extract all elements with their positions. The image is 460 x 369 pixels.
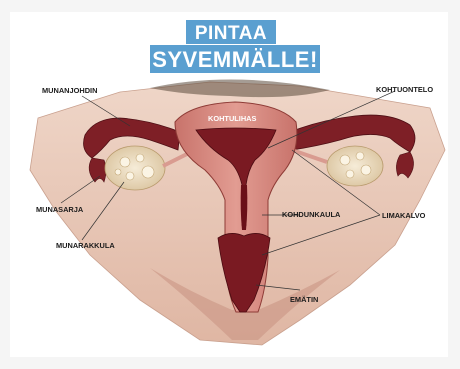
label-kohtuontelo: KOHTUONTELO bbox=[376, 85, 433, 94]
ovary-right bbox=[327, 146, 383, 186]
label-limakalvo: LIMAKALVO bbox=[382, 211, 426, 220]
label-kohtulihas: KOHTULIHAS bbox=[208, 114, 257, 123]
label-kohdunkaula: KOHDUNKAULA bbox=[282, 210, 341, 219]
banner-line-1: PINTAA bbox=[195, 23, 267, 44]
banner-line-2: SYVEMMÄLLE! bbox=[152, 47, 318, 72]
ovary-left bbox=[105, 146, 165, 190]
label-munanjohdin: MUNANJOHDIN bbox=[42, 86, 97, 95]
label-ematin: EMÄTIN bbox=[290, 295, 318, 304]
title-banner: PINTAA SYVEMMÄLLE! bbox=[150, 20, 320, 73]
label-munasarja: MUNASARJA bbox=[36, 205, 84, 214]
label-munarakkula: MUNARAKKULA bbox=[56, 241, 115, 250]
cervical-canal bbox=[241, 185, 248, 230]
